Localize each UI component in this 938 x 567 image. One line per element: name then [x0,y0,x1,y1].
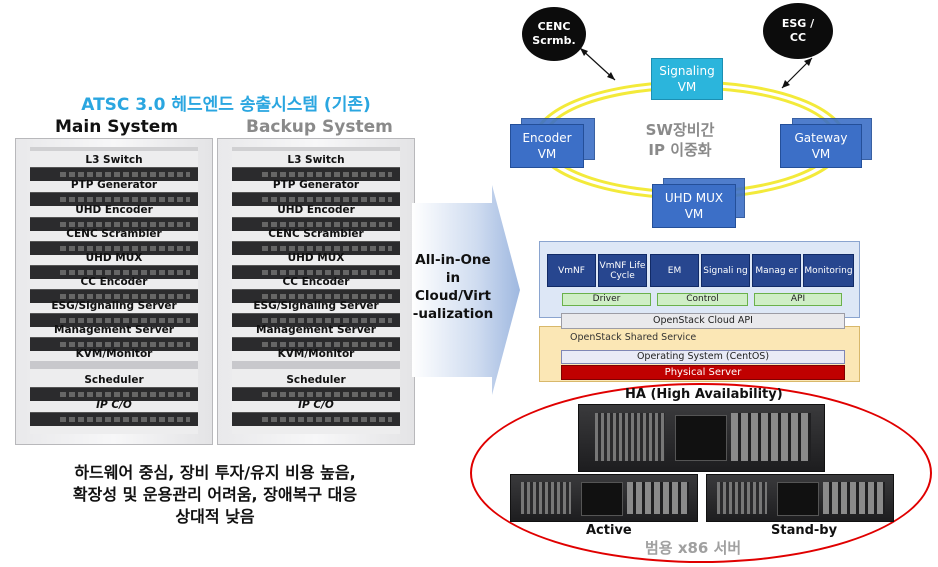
cenc-scrambler-node: CENC Scrmb. [522,7,586,61]
standby-server [706,474,894,522]
rack-unit-ip-co: IP C/O [96,399,132,411]
rack-unit-ptp-generator: PTP Generator [70,179,158,191]
physical-server-bar: Physical Server [561,365,845,380]
x86-server-label: 범용 x86 서버 [645,539,742,557]
main-system-label: Main System [55,117,179,137]
signaling-box: Signali ng [701,254,750,287]
driver-bar: Driver [562,293,651,306]
rack-unit-cenc-scrambler: CENC Scrambler [268,228,364,240]
ha-label: HA (High Availability) [625,387,783,402]
rack-unit-uhd-encoder: UHD Encoder [277,204,355,216]
encoder-vm: Encoder VM [510,124,584,168]
rack-unit-kvm-monitor: KVM/Monitor [277,348,355,360]
openstack-shared-service-label: OpenStack Shared Service [570,332,697,343]
rack-unit-scheduler: Scheduler [84,374,144,386]
monitoring-box: Monitoring [803,254,854,287]
active-server [510,474,698,522]
transition-arrow [412,185,520,395]
sw-redundancy-label: SW장비간 IP 이중화 [645,121,715,159]
operating-system-bar: Operating System (CentOS) [561,350,845,364]
rack-unit-scheduler: Scheduler [286,374,346,386]
esg-cc-node: ESG / CC [763,3,833,59]
ha-server [578,404,825,472]
nfv-management-layer: VmNF VmNF Life Cycle EM Signali ng Manag… [539,241,860,318]
uhd-mux-vm: UHD MUX VM [652,184,736,228]
legacy-system-title: ATSC 3.0 헤드엔드 송출시스템 (기존) [81,95,371,115]
rack-unit-l3-switch: L3 Switch [287,154,345,166]
control-bar: Control [657,293,748,306]
rack-unit-uhd-mux: UHD MUX [85,252,143,264]
standby-label: Stand-by [771,523,838,538]
rack-unit-cc-encoder: CC Encoder [80,276,148,288]
main-system-rack: L3 Switch PTP Generator UHD Encoder CENC… [15,138,213,445]
rack-unit-esg-signaling-server: ESG/Signaling Server [253,300,379,312]
rack-unit-management-server: Management Server [54,324,174,336]
rack-unit-uhd-encoder: UHD Encoder [75,204,153,216]
rack-unit-kvm-monitor: KVM/Monitor [75,348,153,360]
manager-box: Manag er [752,254,801,287]
rack-unit-esg-signaling-server: ESG/Signaling Server [51,300,177,312]
backup-system-label: Backup System [246,117,393,137]
active-label: Active [586,523,632,538]
api-bar: API [754,293,842,306]
em-box: EM [650,254,699,287]
rack-unit-ptp-generator: PTP Generator [272,179,360,191]
legacy-drawbacks-caption: 하드웨어 중심, 장비 투자/유지 비용 높음, 확장성 및 운용관리 어려움,… [72,463,358,526]
signaling-vm: Signaling VM [651,58,723,100]
rack-unit-cc-encoder: CC Encoder [282,276,350,288]
backup-system-rack: L3 Switch PTP Generator UHD Encoder CENC… [217,138,415,445]
server-group-ellipse [470,383,932,563]
rack-unit-management-server: Management Server [256,324,376,336]
gateway-vm: Gateway VM [780,124,862,168]
rack-unit-ip-co: IP C/O [298,399,334,411]
rack-unit-l3-switch: L3 Switch [85,154,143,166]
all-in-one-label: All-in-One in Cloud/Virt -ualization [412,252,494,322]
rack-unit-cenc-scrambler: CENC Scrambler [66,228,162,240]
rack-unit-uhd-mux: UHD MUX [287,252,345,264]
openstack-cloud-api-bar: OpenStack Cloud API [561,313,845,329]
vmnf-box: VmNF [547,254,596,287]
vmnf-lifecycle-box: VmNF Life Cycle [598,254,647,287]
